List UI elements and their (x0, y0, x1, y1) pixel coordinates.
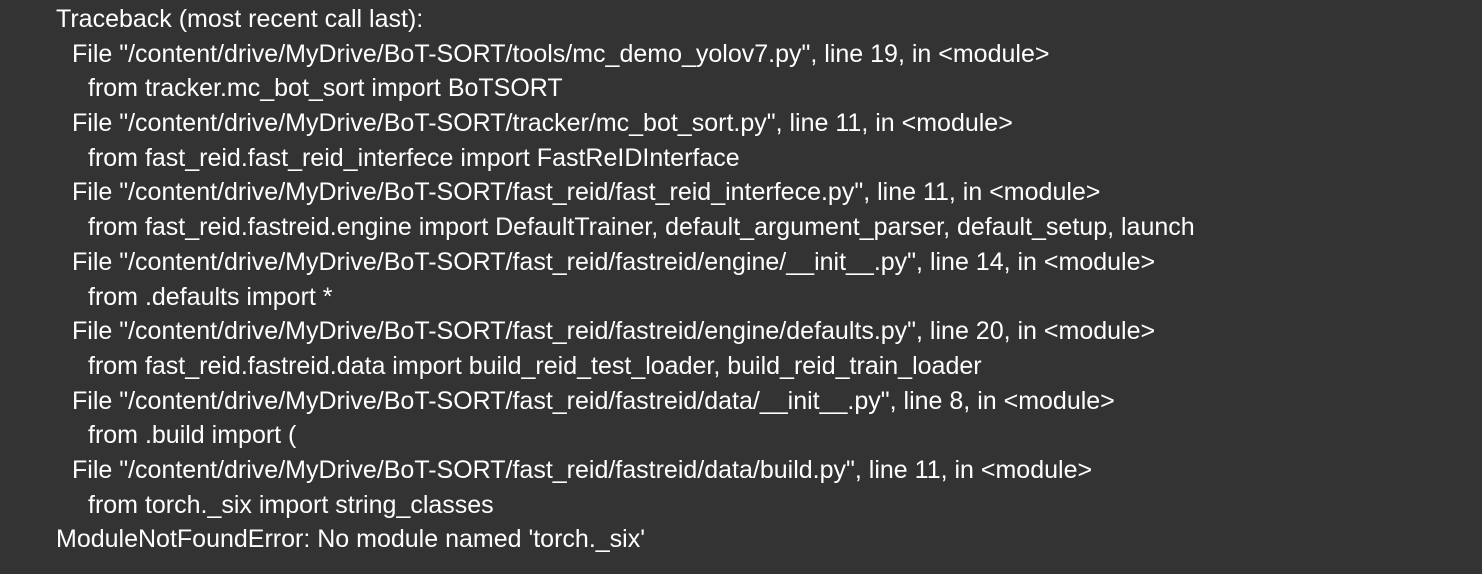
frame-code: from torch._six import string_classes (88, 490, 494, 519)
frame-code: from fast_reid.fastreid.data import buil… (88, 351, 982, 380)
frame-location: File "/content/drive/MyDrive/BoT-SORT/fa… (72, 247, 1156, 276)
frame-code: from tracker.mc_bot_sort import BoTSORT (88, 74, 563, 103)
frame-code: from .defaults import * (88, 282, 333, 311)
frame-location: File "/content/drive/MyDrive/BoT-SORT/fa… (72, 178, 1101, 207)
frame-location: File "/content/drive/MyDrive/BoT-SORT/fa… (72, 455, 1093, 484)
frame-location: File "/content/drive/MyDrive/BoT-SORT/tr… (72, 109, 1013, 138)
error-message: ModuleNotFoundError: No module named 'to… (56, 525, 645, 554)
frame-location: File "/content/drive/MyDrive/BoT-SORT/to… (72, 39, 1050, 68)
frame-code: from fast_reid.fastreid.engine import De… (88, 213, 1195, 242)
frame-code: from fast_reid.fast_reid_interfece impor… (88, 143, 740, 172)
frame-code: from .build import ( (88, 421, 297, 450)
frame-location: File "/content/drive/MyDrive/BoT-SORT/fa… (72, 317, 1156, 346)
frame-location: File "/content/drive/MyDrive/BoT-SORT/fa… (72, 386, 1115, 415)
traceback-header: Traceback (most recent call last): (56, 5, 424, 33)
